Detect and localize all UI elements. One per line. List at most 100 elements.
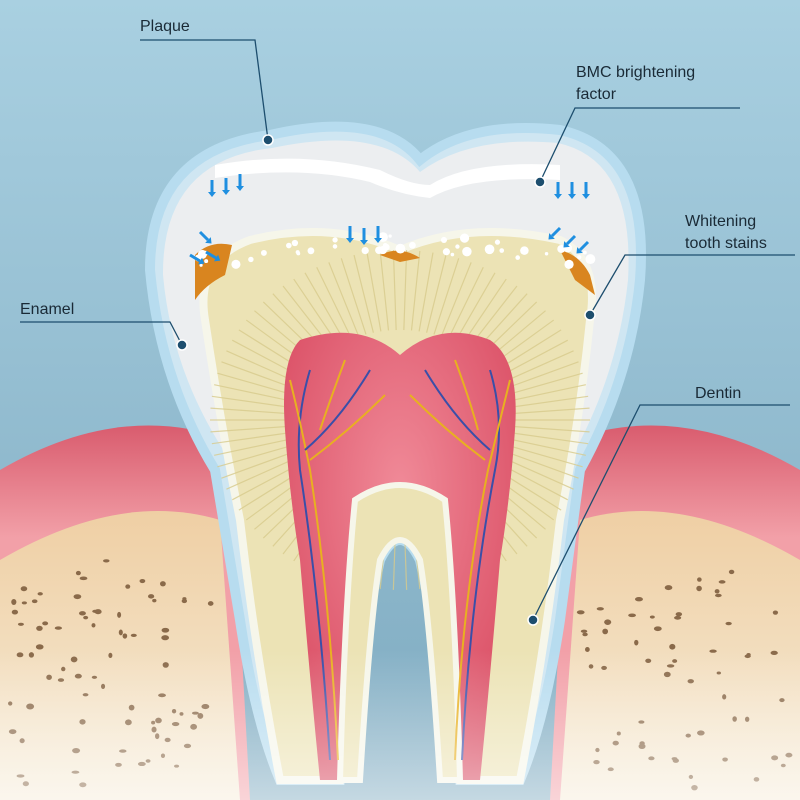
bubble [361,246,369,255]
bone-pore [130,633,137,638]
dentin-tubule [217,444,295,468]
dentin-tubule [503,361,579,390]
bone-pore [664,585,673,591]
arrow-icon [563,234,577,248]
dentin-tubule [503,450,579,479]
arrow-icon [360,228,368,245]
dentin-tubule [505,444,583,468]
dentin-tubule [304,272,346,343]
bone-pore [675,612,683,617]
bone-pore [649,615,655,619]
bone-pore [604,619,612,625]
bubble [260,249,267,256]
bone-pore [635,597,643,602]
bone-pore [674,615,682,620]
bubble [440,236,448,244]
bubble [520,246,529,255]
arrow-icon [582,182,590,199]
bone-pore [117,611,122,618]
bubble [248,256,254,263]
dentin-tubule [328,262,360,337]
bone-pore [161,635,170,641]
dentin-tubule [509,407,590,415]
arrow-icon [576,240,590,254]
bubble [557,244,566,253]
arrow-icon [568,182,576,199]
plaque-deposit [215,158,560,198]
dentin-tubule [508,395,589,409]
bone-pore [715,593,722,598]
dentin-tubule [366,252,382,332]
bubble [375,246,383,254]
label-plaque: Plaque [140,18,190,35]
dentin-tubule [447,266,484,340]
arrow-icon [374,226,382,243]
dentin-tubule [509,425,590,433]
label-enamel: Enamel [20,301,74,318]
arrow-icon [208,180,216,197]
bubble [231,259,241,269]
bubble [388,234,392,238]
bone-pore [697,577,702,582]
bubble [197,249,207,259]
bone-pore [725,621,732,626]
bone-pore [147,594,155,599]
dentin-tubule [403,250,408,331]
bone-pore [634,639,639,646]
bottom-fade [0,650,800,800]
dentin-tubule [316,266,353,340]
dentin-tubule [505,372,583,396]
bone-pore [576,610,585,615]
bubble [296,251,301,256]
dentin-tubule [440,262,472,337]
leader-lines [20,39,795,626]
dentin-tubule [353,254,374,333]
bone-pore [103,559,110,563]
dentin-tubule [214,384,293,402]
bubble [442,248,451,256]
bubble [382,243,390,251]
bubble [397,248,401,252]
label-bmc-line2: factor [576,86,617,103]
bubble [455,244,460,249]
bone-pore [21,601,27,605]
bone-pore [11,609,19,615]
dentin-tubule [379,250,390,331]
dentin-tubule [210,407,291,415]
dentin-tubule [210,425,291,433]
bubble [544,252,549,256]
bone-pore [118,629,123,636]
bone-pore [718,580,726,584]
bone-pore [83,615,89,620]
arrow-icon [198,230,212,244]
bone-pore [714,589,720,594]
dentin-tubule [418,252,434,332]
dentin-tubule [500,456,574,490]
label-bmc-line1: BMC brightening [576,64,695,81]
bubble [395,243,406,254]
dentin-tubule [221,361,297,390]
bubble [332,237,338,243]
bone-pore [207,601,214,606]
bone-pore [42,621,49,626]
arrow-icon [222,178,230,195]
bubble [307,247,315,255]
bone-pore [728,569,735,575]
bone-pore [75,570,81,576]
dentin-tubule [392,250,397,331]
bubble [291,239,299,247]
bone-pore [122,633,128,639]
bubble [515,255,521,260]
bone-pore [772,610,779,615]
bone-pore [582,632,588,637]
bone-pore [161,627,170,633]
bone-pore [11,599,17,606]
bone-pore [79,576,88,581]
bone-pore [628,613,636,618]
label-dentin: Dentin [695,385,741,402]
bone-pore [669,643,676,650]
arrow-icon [236,174,244,191]
bone-pore [596,607,604,611]
bone-pore [17,622,24,626]
bone-pore [36,625,43,631]
